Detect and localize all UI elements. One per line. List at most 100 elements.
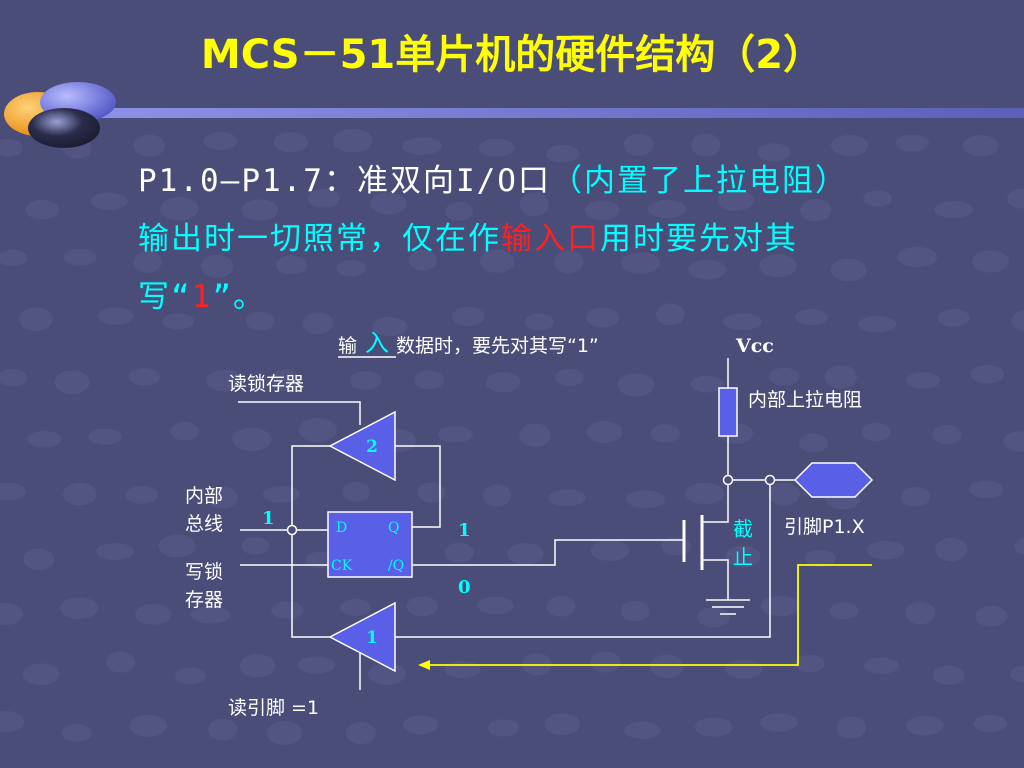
background-dot bbox=[402, 715, 438, 735]
background-dot bbox=[934, 201, 973, 219]
background-dot bbox=[717, 189, 754, 211]
q-feedback-wire bbox=[395, 445, 441, 528]
background-dot bbox=[175, 667, 207, 685]
pin-connector bbox=[793, 462, 874, 498]
background-dot bbox=[190, 606, 231, 624]
background-dot bbox=[271, 601, 304, 619]
background-dot bbox=[905, 715, 944, 736]
background-dot bbox=[478, 138, 515, 157]
fet-source bbox=[702, 559, 729, 600]
background-dot bbox=[805, 549, 836, 568]
background-dot bbox=[937, 308, 970, 327]
background-dot bbox=[201, 254, 234, 279]
background-dot bbox=[372, 317, 408, 337]
background-dot bbox=[975, 605, 1008, 627]
q-value: 1 bbox=[458, 520, 471, 541]
background-dot bbox=[586, 421, 623, 443]
background-dot bbox=[208, 718, 238, 741]
pin-junction bbox=[764, 474, 776, 486]
background-dot bbox=[519, 192, 549, 217]
background-dot bbox=[620, 600, 650, 622]
slide-title: MCS－51单片机的硬件结构（2） bbox=[200, 32, 824, 78]
output-note: 输出时一切照常，仅在作 bbox=[138, 221, 501, 257]
latch-qn-label: /Q bbox=[388, 558, 404, 574]
background-dot bbox=[414, 370, 444, 390]
background-dot bbox=[767, 482, 801, 505]
qn-to-gate-wire bbox=[412, 539, 683, 566]
qn-value: 0 bbox=[458, 577, 471, 598]
input-note-emphasis: 入 bbox=[365, 329, 389, 357]
background-dot bbox=[507, 543, 544, 565]
background-dot bbox=[794, 655, 825, 673]
background-dot bbox=[63, 482, 97, 506]
background-dot bbox=[900, 487, 931, 507]
background-dot bbox=[970, 364, 1005, 384]
background-dot bbox=[798, 433, 828, 453]
background-dot bbox=[340, 598, 372, 617]
background-dot bbox=[302, 312, 334, 335]
background-dot bbox=[479, 249, 515, 273]
background-dot bbox=[1010, 665, 1024, 683]
buffer-2 bbox=[328, 410, 396, 482]
background-dot bbox=[205, 369, 244, 392]
background-dot bbox=[417, 482, 446, 503]
internal-bus-label-2: 总线 bbox=[185, 513, 223, 535]
background-dot bbox=[621, 252, 661, 274]
background-dot bbox=[61, 724, 92, 742]
background-dot bbox=[22, 663, 60, 686]
background-dot bbox=[402, 137, 442, 155]
background-dot bbox=[756, 143, 791, 162]
background-dot bbox=[162, 313, 195, 330]
read-pin-label: 读引脚 =1 bbox=[228, 697, 319, 719]
background-dot bbox=[760, 713, 799, 732]
background-dot bbox=[333, 128, 373, 153]
body-line-1: P1.0—P1.7：准双向I/O口（内置了上拉电阻） bbox=[138, 152, 958, 210]
background-dot bbox=[269, 369, 300, 392]
background-dot bbox=[25, 199, 59, 220]
body-text: P1.0—P1.7：准双向I/O口（内置了上拉电阻） 输出时一切照常，仅在作输入… bbox=[138, 152, 958, 326]
background-dot bbox=[0, 602, 23, 626]
background-dot bbox=[617, 373, 655, 397]
background-dot bbox=[861, 422, 892, 442]
background-dot bbox=[342, 482, 371, 502]
background-dot bbox=[97, 307, 134, 325]
background-dot bbox=[160, 196, 199, 221]
internal-bus-label-1: 内部 bbox=[185, 485, 223, 507]
input-note: 用时要先对其 bbox=[600, 221, 798, 257]
latch-box bbox=[327, 511, 413, 578]
background-dot bbox=[307, 188, 340, 208]
background-dot bbox=[932, 665, 965, 685]
background-dot bbox=[241, 537, 270, 555]
background-dot bbox=[88, 428, 122, 445]
background-dot bbox=[586, 307, 620, 328]
latch-d-label: D bbox=[336, 520, 347, 536]
background-dot bbox=[266, 721, 303, 745]
background-dot bbox=[477, 596, 514, 615]
background-dot bbox=[133, 134, 166, 157]
buffer1-number: 1 bbox=[366, 628, 378, 648]
background-dot bbox=[298, 418, 337, 443]
background-dot bbox=[345, 721, 376, 745]
background-dot bbox=[297, 656, 336, 674]
background-dot bbox=[590, 651, 621, 673]
background-dot bbox=[239, 654, 276, 678]
fet-drain bbox=[702, 480, 729, 523]
write-prefix: 写“ bbox=[138, 279, 192, 315]
vcc-label: Vcc bbox=[735, 335, 774, 357]
background-dot bbox=[370, 192, 407, 215]
background-dot bbox=[867, 540, 905, 560]
background-dot bbox=[831, 135, 869, 157]
background-dot bbox=[544, 713, 581, 735]
background-dot bbox=[203, 132, 238, 151]
background-dot bbox=[836, 716, 866, 739]
body-line-3: 写“1”。 bbox=[138, 268, 958, 326]
fet-state-1: 截 bbox=[733, 517, 753, 541]
background-dot bbox=[60, 597, 98, 620]
background-dot bbox=[23, 548, 55, 571]
background-dot bbox=[158, 534, 196, 558]
background-dot bbox=[1014, 537, 1024, 555]
background-dot bbox=[650, 654, 684, 678]
fet-state-2: 止 bbox=[733, 545, 753, 569]
background-dot bbox=[650, 424, 680, 443]
